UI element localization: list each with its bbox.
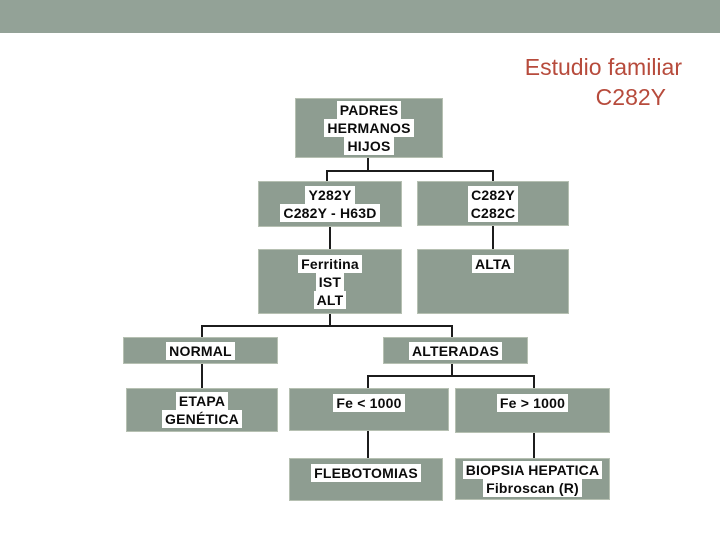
node-label: C282Y - H63D [280,204,380,222]
connector [201,325,203,338]
node-label: Y282Y [305,186,355,204]
slide-title: Estudio familiar C282Y [525,52,682,112]
connector [451,325,453,338]
connector [201,325,453,327]
connector [367,375,369,389]
node-fe-mayor-1000: Fe > 1000 [455,388,610,433]
node-label: Ferritina [298,254,362,273]
node-label: Fe > 1000 [496,394,569,412]
node-genotipo-izquierda: Y282Y C282Y - H63D [258,181,402,227]
node-label: ETAPA [175,392,229,410]
node-padres-hermanos-hijos: PADRES HERMANOS HIJOS [295,98,443,158]
connector [533,375,535,389]
connector [492,225,494,250]
node-ferritina-ist-alt: Ferritina IST ALT [258,249,402,314]
node-normal: NORMAL [123,337,278,364]
node-label: ALTA [471,255,515,273]
connector [492,170,494,182]
node-label: ALTERADAS [408,341,503,360]
connector [451,363,453,377]
node-label: BIOPSIA HEPATICA [462,461,603,479]
connector [326,170,494,172]
node-label: C282Y [468,185,518,204]
node-alteradas: ALTERADAS [383,337,528,364]
node-label: FLEBOTOMIAS [311,464,421,482]
node-genotipo-derecha: C282Y C282C [417,181,569,226]
node-label: GENÉTICA [162,410,242,428]
node-label: NORMAL [166,341,235,360]
node-label: Fe < 1000 [333,394,405,412]
node-etapa-genetica: ETAPA GENÉTICA [126,388,278,432]
slide-title-line2: C282Y [595,84,666,110]
connector [533,432,535,459]
connector [326,170,328,182]
node-fe-menor-1000: Fe < 1000 [289,388,449,431]
node-label: Fibroscan (R) [483,479,582,497]
slide-header-bar [0,0,720,33]
node-label: IST [315,272,345,291]
node-flebotomias: FLEBOTOMIAS [289,458,443,501]
node-biopsia-hepatica: BIOPSIA HEPATICA Fibroscan (R) [455,458,610,500]
node-label: C282C [467,203,519,222]
node-label: ALT [313,290,347,309]
connector [329,226,331,250]
slide-title-line1: Estudio familiar [524,54,682,80]
node-label: PADRES [336,101,402,119]
node-label: HIJOS [344,137,394,155]
connector [329,313,331,327]
connector [367,430,369,459]
node-alta: ALTA [417,249,569,314]
connector [367,375,535,377]
connector [201,363,203,389]
node-label: HERMANOS [324,119,414,137]
connector [367,158,369,172]
